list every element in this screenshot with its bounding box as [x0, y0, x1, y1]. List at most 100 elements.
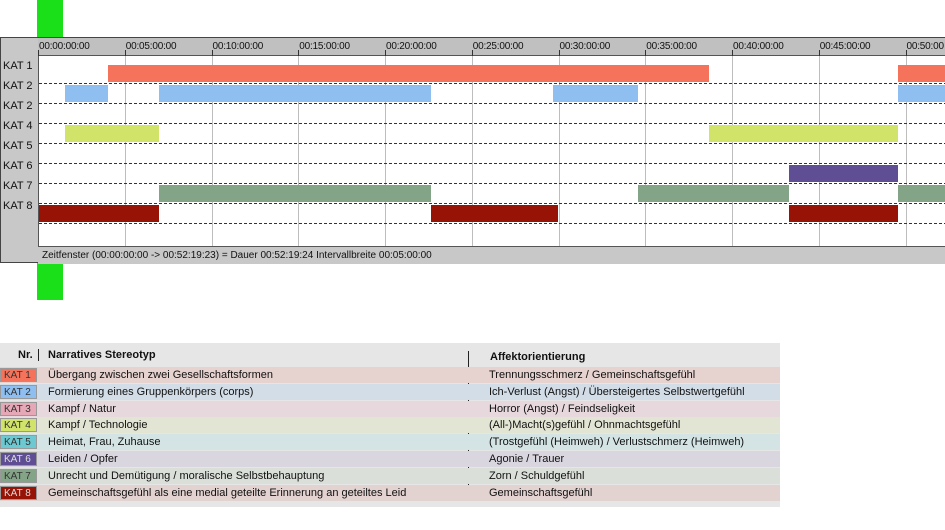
header-narratives: Narratives Stereotyp: [48, 349, 156, 361]
affekt-text: Agonie / Trauer: [489, 453, 565, 465]
grid-line: [905, 56, 907, 246]
status-bar: Zeitfenster (00:00:00:00 -> 00:52:19:23)…: [38, 246, 945, 264]
ruler-tick: [732, 50, 733, 56]
narrative-text: Leiden / Opfer: [48, 453, 118, 465]
row-separator: [39, 103, 945, 104]
segment-bar-kat7[interactable]: [897, 185, 945, 202]
ruler-tick-label: 00:25:00:00: [472, 41, 524, 52]
grid-line: [818, 56, 820, 246]
time-ruler[interactable]: 00:00:00:00 00:05:00:00 00:10:00:00 00:15:0…: [38, 38, 945, 56]
segment-bar-kat8[interactable]: [39, 205, 159, 222]
segment-bar-kat1[interactable]: [897, 65, 945, 82]
category-swatch: KAT 2: [0, 384, 37, 399]
legend-row: KAT 6 Leiden / Opfer Agonie / Trauer: [0, 451, 780, 467]
ruler-tick: [558, 50, 560, 56]
legend-row: KAT 2 Formierung eines Gruppenkörpers (co…: [0, 383, 780, 400]
playhead-marker-bottom[interactable]: [37, 263, 63, 300]
ruler-tick-label: 00:05:00:00: [125, 41, 177, 52]
row-separator: [39, 143, 945, 144]
row-label: KAT 7: [3, 180, 33, 192]
row-separator: [39, 203, 945, 204]
narrative-text: Heimat, Frau, Zuhause: [48, 436, 161, 449]
ruler-tick: [905, 50, 907, 56]
row-separator: [39, 123, 945, 124]
header-nr: Nr.: [18, 349, 33, 361]
segment-bar-kat1[interactable]: [108, 65, 709, 82]
ruler-tick-label: 00:30:00:00: [559, 41, 611, 52]
ruler-tick: [124, 50, 126, 56]
category-swatch: KAT 4: [0, 418, 37, 433]
ruler-tick-label: 00:20:00:00: [386, 41, 437, 52]
grid-line: [385, 56, 386, 246]
affekt-text: Zorn / Schuldgefühl: [489, 469, 585, 482]
legend-row: KAT 5 Heimat, Frau, Zuhause (Trostgefühl (…: [0, 434, 780, 451]
ruler-tick: [38, 50, 39, 56]
narrative-text: Gemeinschaftsgefühl als eine medial gete…: [48, 486, 407, 499]
timeline-plot[interactable]: [38, 56, 945, 246]
narrative-text: Kampf / Technologie: [48, 419, 148, 432]
segment-bar-kat2[interactable]: [552, 85, 638, 102]
row-separator: [39, 183, 945, 184]
narrative-text: Formierung eines Gruppenkörpers (corps): [48, 385, 254, 398]
narrative-text: Kampf / Natur: [48, 402, 116, 415]
segment-bar-kat2[interactable]: [65, 85, 109, 102]
segment-bar-kat6[interactable]: [788, 165, 898, 182]
grid-line: [558, 56, 560, 246]
ruler-tick-label: 00:50:00: [906, 41, 945, 52]
category-swatch: KAT 3: [0, 401, 37, 416]
ruler-tick-label: 00:15:00:00: [299, 41, 350, 52]
ruler-tick: [645, 50, 647, 56]
timeline-panel: 00:00:00:00 00:05:00:00 00:10:00:00 00:15:0…: [0, 37, 945, 264]
header-separator: [38, 349, 39, 361]
grid-line: [124, 56, 126, 246]
row-label: KAT 8: [3, 200, 33, 212]
ruler-tick-label: 00:10:00:00: [212, 41, 264, 52]
affekt-text: (All-)Macht(s)gefühl / Ohnmachtsgefühl: [489, 419, 681, 432]
ruler-tick: [818, 50, 820, 56]
category-swatch: KAT 8: [0, 485, 37, 500]
ruler-tick: [298, 50, 300, 56]
segment-bar-kat7[interactable]: [637, 185, 789, 202]
category-swatch: KAT 7: [0, 468, 37, 483]
legend-row: KAT 1 Übergang zwischen zwei Gesellschaft…: [0, 367, 780, 383]
category-swatch: KAT 5: [0, 435, 37, 450]
narrative-text: Übergang zwischen zwei Gesellschaftsform…: [48, 369, 273, 381]
grid-line: [471, 56, 473, 246]
grid-line: [732, 56, 733, 246]
ruler-tick-label: 00:40:00:00: [733, 41, 784, 52]
segment-bar-kat4[interactable]: [65, 125, 159, 142]
ruler-tick-label: 00:35:00:00: [646, 41, 697, 52]
legend-row: KAT 3 Kampf / Natur Horror (Angst) / Feind…: [0, 400, 780, 417]
legend-table: Nr. Narratives Stereotyp Affektorientier…: [0, 343, 780, 507]
affekt-text: Trennungsschmerz / Gemeinschaftsgefühl: [489, 369, 696, 381]
affekt-text: Horror (Angst) / Feindseligkeit: [489, 402, 636, 415]
segment-bar-kat7[interactable]: [158, 185, 432, 202]
segment-bar-kat4[interactable]: [708, 125, 898, 142]
playhead-marker-top[interactable]: [37, 0, 63, 37]
legend-row: KAT 8 Gemeinschaftsgefühl als eine medial…: [0, 484, 780, 501]
affekt-text: Gemeinschaftsgefühl: [489, 486, 593, 499]
row-label: KAT 4: [3, 120, 33, 132]
segment-bar-kat8[interactable]: [788, 205, 898, 222]
affekt-text: (Trostgefühl (Heimweh) / Verlustschmerz …: [489, 436, 745, 449]
ruler-tick: [211, 50, 213, 56]
legend-row: KAT 4 Kampf / Technologie (All-)Macht(s)ge…: [0, 417, 780, 434]
category-swatch: KAT 1: [0, 368, 37, 382]
legend-header: Nr. Narratives Stereotyp Affektorientier…: [0, 343, 780, 368]
ruler-tick-label: 00:00:00:00: [39, 41, 90, 52]
row-label: KAT 2: [3, 80, 33, 92]
row-separator: [39, 163, 945, 164]
ruler-tick: [471, 50, 473, 56]
segment-bar-kat2[interactable]: [158, 85, 432, 102]
segment-bar-kat2[interactable]: [897, 85, 945, 102]
grid-line: [298, 56, 300, 246]
ruler-tick: [385, 50, 386, 56]
grid-line: [645, 56, 647, 246]
row-label: KAT 1: [3, 60, 33, 72]
row-label: KAT 5: [3, 140, 33, 152]
grid-line: [211, 56, 213, 246]
category-swatch: KAT 6: [0, 452, 37, 466]
segment-bar-kat8[interactable]: [431, 205, 558, 222]
row-label: KAT 2: [3, 100, 33, 112]
